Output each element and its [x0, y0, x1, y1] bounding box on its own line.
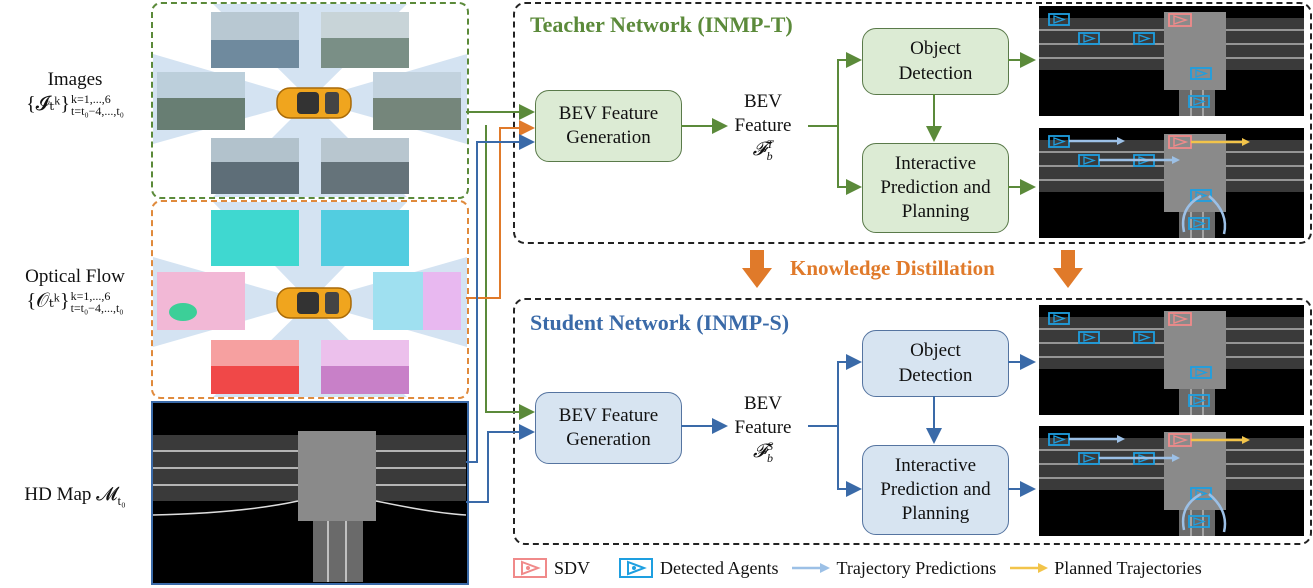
student-prediction-planning-box: Interactive Prediction and Planning [862, 445, 1009, 535]
teacher-network-panel [513, 2, 1312, 244]
car-icon [276, 87, 352, 119]
student-network-title: Student Network (INMP-S) [530, 310, 790, 335]
distill-arrow-right-icon [1053, 250, 1083, 288]
teacher-object-detection-box: Object Detection [862, 28, 1009, 95]
car-icon [276, 287, 352, 319]
prediction-legend-icon [792, 563, 831, 573]
legend-planned: Planned Trajectories [1054, 557, 1202, 578]
legend-agents: Detected Agents [660, 557, 779, 578]
knowledge-distillation-label: Knowledge Distillation [790, 256, 995, 280]
images-panel [151, 2, 469, 199]
hd-map-image [152, 431, 467, 582]
student-object-detection-box: Object Detection [862, 330, 1009, 397]
hd-map-panel [151, 401, 469, 585]
legend: SDV Detected Agents Trajectory Predictio… [512, 553, 1312, 583]
teacher-bev-generation-box: BEV Feature Generation [535, 90, 682, 162]
teacher-network-title: Teacher Network (INMP-T) [530, 12, 793, 37]
distill-arrow-left-icon [742, 250, 772, 288]
bev-output-image [1039, 305, 1304, 415]
hd-map-label: HD Map 𝓜t₀ [24, 484, 126, 508]
optical-flow-panel [151, 200, 469, 399]
legend-sdv: SDV [554, 557, 591, 578]
bev-output-image [1039, 128, 1304, 238]
teacher-prediction-planning-box: Interactive Prediction and Planning [862, 143, 1009, 233]
bev-output-image [1039, 6, 1304, 116]
images-camera-layout [153, 4, 467, 197]
planned-legend-icon [1010, 563, 1049, 573]
student-bev-generation-box: BEV Feature Generation [535, 392, 682, 464]
optical-flow-layout [153, 202, 467, 397]
agent-legend-icon [619, 558, 654, 578]
sdv-legend-icon [513, 558, 547, 578]
legend-predictions: Trajectory Predictions [836, 557, 997, 578]
bev-output-image [1039, 426, 1304, 536]
